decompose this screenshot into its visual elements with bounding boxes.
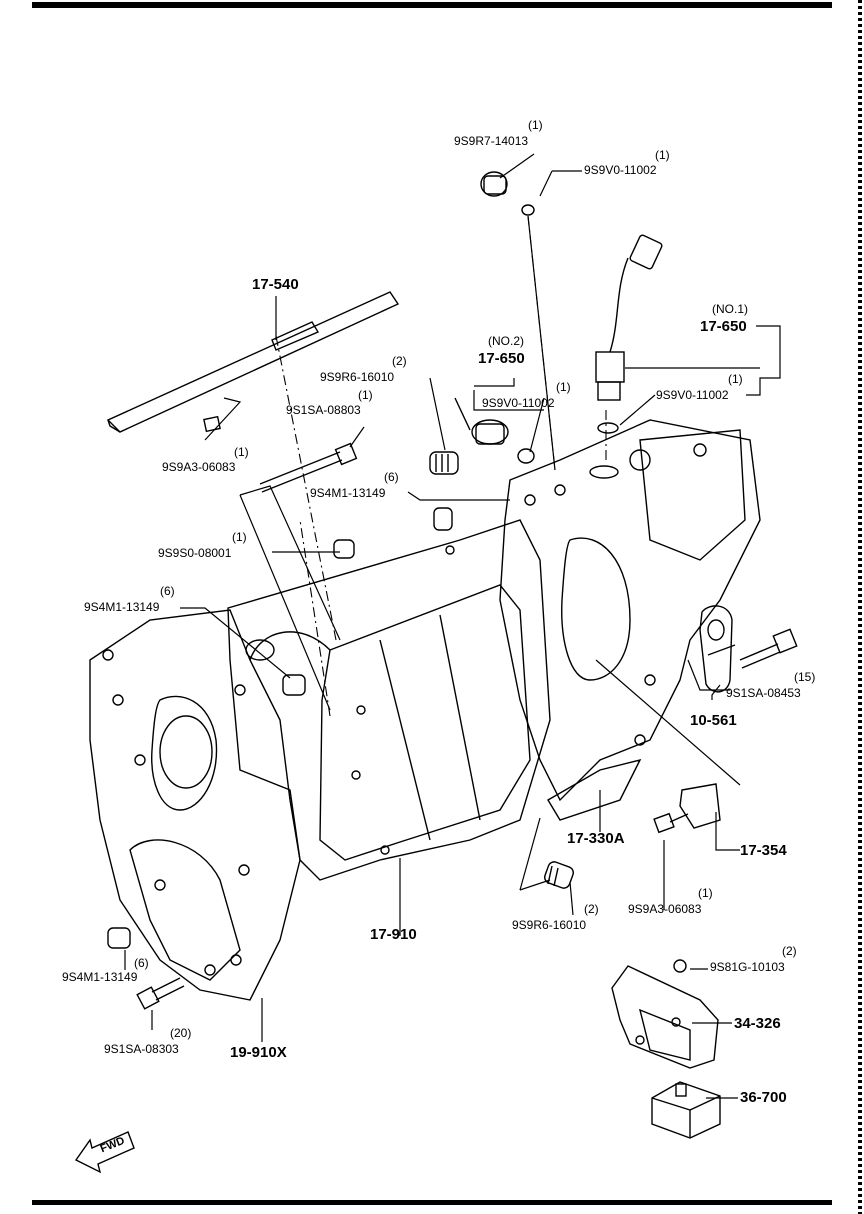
rubber-mount [651,1081,721,1139]
qty-9s9v0-11002-mid: (1) [556,380,571,394]
qty-9s1sa-08803: (1) [358,388,373,402]
part-36-700: 36-700 [740,1089,787,1106]
part-9s9r6-16010-bot: 9S9R6-16010 [512,918,587,932]
mount-bracket [611,959,719,1069]
part-34-326: 34-326 [734,1015,781,1032]
qty-9s4m1-13149-b: (6) [160,584,175,598]
note-no1: (NO.1) [712,302,748,316]
part-10-561: 10-561 [690,712,737,729]
sensor-no2 [454,397,535,464]
rod-part [547,758,642,821]
long-bolt [259,442,358,493]
part-17-354: 17-354 [740,842,787,859]
part-9s9s0-08001: 9S9S0-08001 [158,546,232,560]
part-17-650-no1: 17-650 [700,318,747,335]
bottom-border [32,1200,832,1205]
qty-9s9r6-16010-top: (2) [392,354,407,368]
gasket-part [699,605,733,693]
part-9s9v0-11002-right: 9S9V0-11002 [656,388,729,402]
qty-9s9a3-06083-bot: (1) [698,886,713,900]
right-edge-marks [858,0,862,1214]
plug-part [480,171,535,216]
part-9s9v0-11002-top: 9S9V0-11002 [584,163,657,177]
part-17-910: 17-910 [370,926,417,943]
qty-9s9s0-08001: (1) [232,530,247,544]
part-9s9a3-06083-bot: 9S9A3-06083 [628,902,702,916]
part-9s1sa-08453: 9S1SA-08453 [726,686,801,700]
part-19-910x: 19-910X [230,1044,287,1061]
qty-9s1sa-08453: (15) [794,670,816,684]
part-9s1sa-08803: 9S1SA-08803 [286,403,361,417]
qty-9s9r7-14013: (1) [528,118,543,132]
part-9s9v0-11002-mid: 9S9V0-11002 [482,396,555,410]
part-9s4m1-13149-c: 9S4M1-13149 [62,970,138,984]
part-9s4m1-13149-b: 9S4M1-13149 [84,600,160,614]
front-case [499,419,761,802]
note-no2: (NO.2) [488,334,524,348]
qty-9s4m1-13149-c: (6) [134,956,149,970]
sensor-no1 [595,234,663,434]
fwd-arrow-shape [74,1131,135,1174]
qty-9s81g-10103: (2) [782,944,797,958]
part-17-330a: 17-330A [567,830,625,847]
qty-9s1sa-08303: (20) [170,1026,192,1040]
part-9s1sa-08303: 9S1SA-08303 [104,1042,179,1056]
bolt-08303 [136,977,185,1010]
qty-9s9v0-11002-top: (1) [655,148,670,162]
main-case [227,519,551,881]
rear-case [89,609,301,1001]
bolt-08453 [739,628,798,669]
leader-lines [124,153,781,1099]
part-9s9r7-14013: 9S9R7-14013 [454,134,529,148]
bracket-354 [679,783,721,829]
part-9s9a3-06083-top: 9S9A3-06083 [162,460,236,474]
breather-bottom [544,861,574,889]
top-border [32,2,832,8]
qty-9s9a3-06083-top: (1) [234,445,249,459]
qty-9s4m1-13149-a: (6) [384,470,399,484]
part-17-540: 17-540 [252,276,299,293]
qty-9s9v0-11002-right: (1) [728,372,743,386]
part-9s9r6-16010-top: 9S9R6-16010 [320,370,395,384]
part-9s81g-10103: 9S81G-10103 [710,960,785,974]
qty-9s9r6-16010-bot: (2) [584,902,599,916]
part-9s4m1-13149-a: 9S4M1-13149 [310,486,386,500]
shift-rail-part [106,291,400,433]
breather-top [429,451,459,475]
part-17-650-no2: 17-650 [478,350,525,367]
